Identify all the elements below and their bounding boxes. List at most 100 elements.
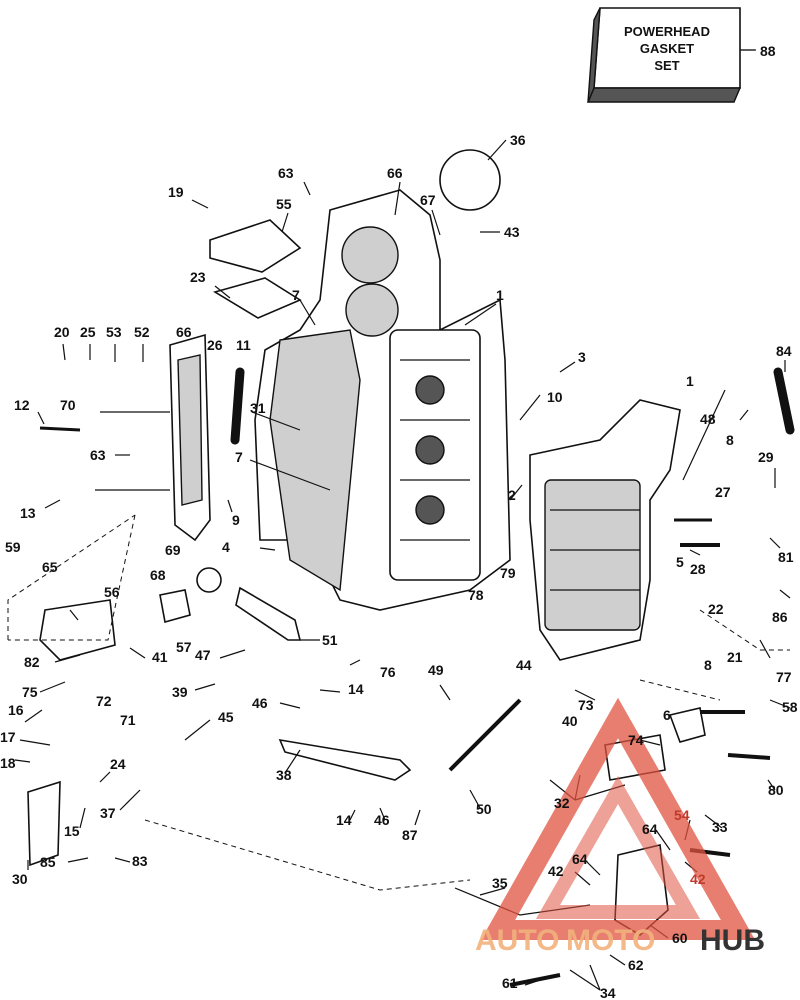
callout: 64 [572, 851, 588, 867]
callout: 52 [134, 324, 150, 340]
callout: 8 [704, 657, 712, 673]
callout: 14 [348, 681, 364, 697]
watermark-text-moto: MOTO [566, 924, 655, 957]
callout: 42 [548, 863, 564, 879]
callout: 7 [292, 287, 300, 303]
callout-red: 42 [690, 871, 706, 887]
callout: 25 [80, 324, 96, 340]
thermostat-housing [39, 599, 116, 661]
group-boundary [8, 514, 136, 641]
hose [230, 367, 245, 445]
exhaust-cover [169, 333, 211, 542]
watermark-text-auto: AUTO [475, 924, 559, 957]
group-boundary [7, 514, 136, 640]
callout: 78 [468, 587, 484, 603]
callout: 41 [152, 649, 168, 665]
gasket-box-line2: GASKET [640, 41, 694, 56]
cylinder-block [254, 189, 511, 611]
callout: 76 [380, 664, 396, 680]
callout: 58 [782, 699, 798, 715]
callout: 35 [492, 875, 508, 891]
callout: 74 [628, 732, 644, 748]
callout: 85 [40, 854, 56, 870]
callout: 37 [100, 805, 116, 821]
grommet [159, 589, 191, 624]
callout: 87 [402, 827, 418, 843]
callout: 5 [676, 554, 684, 570]
gasket-box-line1: POWERHEAD [624, 24, 710, 39]
o-ring [439, 149, 501, 211]
callout: 27 [715, 484, 731, 500]
callout: 24 [110, 756, 126, 772]
watermark-triangle-inner [535, 775, 701, 919]
callout: 55 [276, 196, 292, 212]
callout: 61 [502, 975, 518, 991]
callout: 46 [252, 695, 268, 711]
callout: 34 [600, 985, 616, 1000]
callout: 73 [578, 697, 594, 713]
callout: 63 [90, 447, 106, 463]
callout: 17 [0, 729, 16, 745]
callout: 84 [776, 343, 792, 359]
callout: 13 [20, 505, 36, 521]
callout: 1 [686, 373, 694, 389]
callout: 59 [5, 539, 21, 555]
callout: 48 [700, 411, 716, 427]
callout: 23 [190, 269, 206, 285]
callout: 38 [276, 767, 292, 783]
watermark-text-hub: HUB [700, 924, 765, 957]
callout: 86 [772, 609, 788, 625]
callout: 15 [64, 823, 80, 839]
callout: 8 [726, 432, 734, 448]
callout: 26 [207, 337, 223, 353]
callout: 50 [476, 801, 492, 817]
cover-plate [209, 219, 302, 273]
callout: 63 [278, 165, 294, 181]
callout: 56 [104, 584, 120, 600]
callout: 20 [54, 324, 70, 340]
callout: 28 [690, 561, 706, 577]
callout: 11 [236, 337, 251, 353]
callout: 70 [60, 397, 76, 413]
crankcase-half [529, 399, 681, 661]
callout: 39 [172, 684, 188, 700]
callout: 36 [510, 132, 526, 148]
gasket-box-callout: 88 [760, 43, 776, 59]
callout: 33 [712, 819, 728, 835]
callout: 29 [758, 449, 774, 465]
callout: 64 [642, 821, 658, 837]
callout: 32 [554, 795, 570, 811]
callout: 82 [24, 654, 40, 670]
callout: 19 [168, 184, 184, 200]
callout: 72 [96, 693, 112, 709]
callout: 49 [428, 662, 444, 678]
callout: 71 [120, 712, 136, 728]
callout: 30 [12, 871, 28, 887]
shaft [448, 698, 522, 772]
callout: 43 [504, 224, 520, 240]
callout: 18 [0, 755, 16, 771]
throttle-lever [235, 586, 302, 641]
callout: 6 [663, 707, 671, 723]
callout: 12 [14, 397, 30, 413]
callout: 77 [776, 669, 792, 685]
callout: 3 [578, 349, 586, 365]
callout: 1 [496, 287, 504, 303]
callout: 57 [176, 639, 192, 655]
watermark-triangle [480, 697, 756, 940]
hose [773, 367, 795, 435]
callout: 81 [778, 549, 794, 565]
callout: 67 [420, 192, 436, 208]
callout: 62 [628, 957, 644, 973]
callout: 65 [42, 559, 58, 575]
group-boundary [144, 819, 471, 891]
callout: 16 [8, 702, 24, 718]
mount [668, 707, 706, 743]
callout: 69 [165, 542, 181, 558]
callout: 45 [218, 709, 234, 725]
